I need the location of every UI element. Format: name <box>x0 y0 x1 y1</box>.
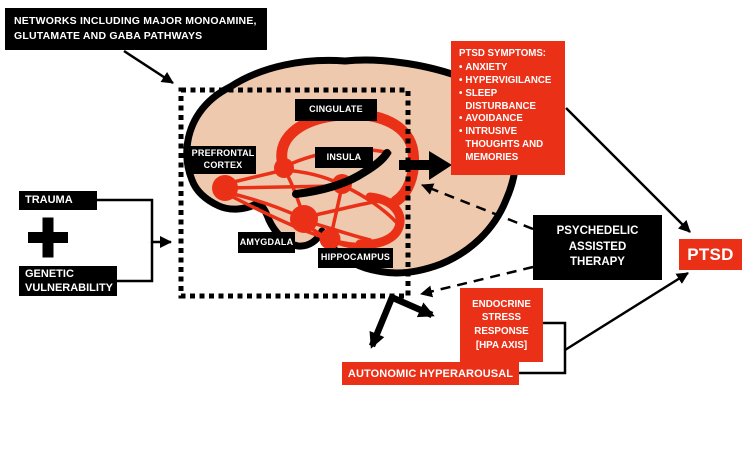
arrows-brain-to-stress-systems <box>368 293 435 349</box>
ptsd-symptoms-box: PTSD SYMPTOMS: • ANXIETY • HYPERVIGILANC… <box>451 41 565 175</box>
psychedelic-therapy-box: PSYCHEDELIC ASSISTED THERAPY <box>533 215 662 280</box>
symptom-text: HYPERVIGILANCE <box>465 74 552 86</box>
symptom-text: INTRUSIVE THOUGHTS AND MEMORIES <box>465 126 544 164</box>
symptom-item: • SLEEP DISTURBANCE <box>459 88 560 114</box>
lateral-sulcus-line <box>292 149 391 198</box>
parahippocampal-arc <box>355 192 405 249</box>
bullet-icon: • <box>459 113 463 125</box>
region-label-hippocampus: HIPPOCAMPUS <box>318 248 393 268</box>
cingulate-loop <box>276 108 420 207</box>
trauma-box: TRAUMA <box>19 191 97 210</box>
arrow-brain-to-symptoms <box>399 151 452 180</box>
arrow-stress-to-ptsd <box>564 271 689 352</box>
bullet-icon: • <box>459 87 463 99</box>
region-label-prefrontal-cortex: PREFRONTAL CORTEX <box>190 146 256 174</box>
dotted-network-frame <box>178 87 411 299</box>
region-label-amygdala: AMYGDALA <box>238 232 295 253</box>
symptom-item: • ANXIETY <box>459 62 560 75</box>
region-label-cingulate: CINGULATE <box>295 99 377 121</box>
bracket-stress-outputs <box>519 321 567 375</box>
ptsd-outcome-box: PTSD <box>679 239 742 270</box>
symptom-item: • INTRUSIVE THOUGHTS AND MEMORIES <box>459 126 560 165</box>
symptom-text: ANXIETY <box>465 61 508 73</box>
plus-icon <box>28 217 68 258</box>
arrow-networks-to-brain <box>123 49 174 85</box>
autonomic-hyperarousal-box: AUTONOMIC HYPERAROUSAL <box>342 362 519 385</box>
bullet-icon: • <box>459 74 463 86</box>
arrow-symptoms-to-ptsd <box>565 107 691 233</box>
symptom-item: • HYPERVIGILANCE <box>459 75 560 88</box>
dashed-arrows-therapy-to-brain <box>420 183 534 298</box>
bullet-icon: • <box>459 126 463 138</box>
networks-label-box: NETWORKS INCLUDING MAJOR MONOAMINE, GLUT… <box>5 8 267 50</box>
symptom-text: AVOIDANCE <box>465 113 523 125</box>
connector-inputs-to-brain <box>97 198 172 283</box>
region-label-insula: INSULA <box>315 147 373 168</box>
endocrine-stress-box: ENDOCRINE STRESS RESPONSE [HPA AXIS] <box>460 288 543 362</box>
symptom-text: SLEEP DISTURBANCE <box>465 87 536 112</box>
symptom-item: • AVOIDANCE <box>459 113 560 126</box>
genetic-vulnerability-box: GENETIC VULNERABILITY <box>19 266 117 296</box>
ptsd-symptoms-title: PTSD SYMPTOMS: <box>459 48 547 59</box>
bullet-icon: • <box>459 61 463 73</box>
